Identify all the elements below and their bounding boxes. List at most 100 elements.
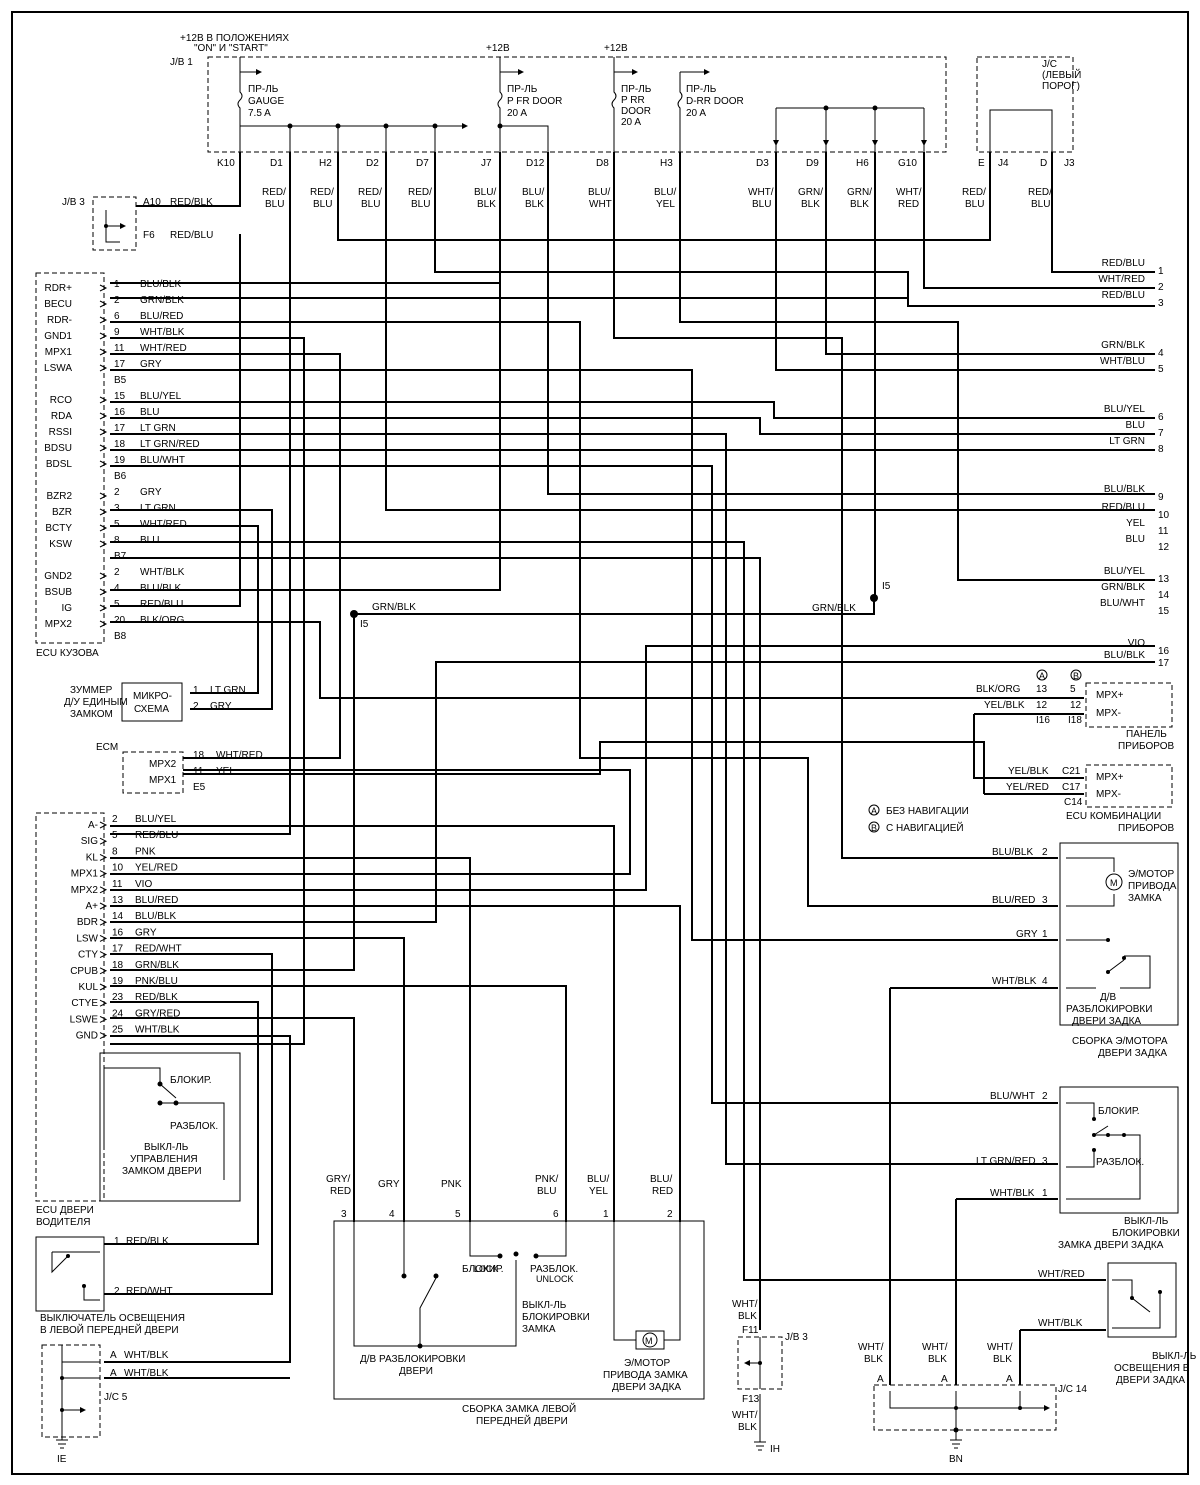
ecu-body-wire: WHT/BLK [140, 327, 185, 338]
svg-text:GRY: GRY [210, 701, 232, 712]
ecu-body-signal: BSUB [45, 587, 73, 598]
ecu-body-signal: BCTY [45, 523, 72, 534]
ecu-door-signal: CTYE [71, 998, 98, 1009]
output-wire: BLU [1126, 420, 1145, 431]
jb3-bottom: WHT/ BLK F11 J/B 3 F13 WHT/ BLK IH [732, 1299, 808, 1455]
svg-text:ОСВЕЩЕНИЯ В: ОСВЕЩЕНИЯ В [1114, 1363, 1190, 1374]
svg-text:WHT/BLK: WHT/BLK [992, 976, 1037, 987]
output-wire: GRN/BLK [1101, 340, 1145, 351]
svg-text:BLK: BLK [801, 199, 820, 210]
svg-text:WHT: WHT [589, 199, 612, 210]
ecu-body-signal: GND1 [44, 331, 72, 342]
svg-text:PNK: PNK [441, 1179, 462, 1190]
instrument-panel: A B BLK/ORG 13 5 MPX+ YEL/BLK 12 12 MPX-… [976, 669, 1175, 752]
svg-text:J7: J7 [481, 158, 492, 169]
ecu-door-signal: MPX1 [71, 869, 99, 880]
svg-text:20 A: 20 A [686, 108, 706, 119]
svg-text:Д/В: Д/В [1100, 992, 1117, 1003]
svg-text:BLU: BLU [1031, 199, 1050, 210]
top-wire-labels: RED/BLU RED/BLU RED/BLU RED/BLU BLU/BLK … [262, 187, 1052, 210]
ecu-door-wire: RED/WHT [135, 944, 182, 955]
jc5: A WHT/BLK A WHT/BLK J/C 5 IE [41, 1344, 169, 1465]
svg-text:GAUGE: GAUGE [248, 96, 284, 107]
svg-text:Д/В РАЗБЛОКИРОВКИ: Д/В РАЗБЛОКИРОВКИ [360, 1354, 465, 1365]
svg-text:RED/: RED/ [1028, 187, 1052, 198]
ecu-body-wire: BLU/RED [140, 311, 183, 322]
ecu-body-pin: 17 [114, 423, 126, 434]
svg-text:WHT/: WHT/ [987, 1342, 1013, 1353]
svg-text:D3: D3 [756, 158, 769, 169]
ecu-body-wire: WHT/RED [140, 519, 187, 530]
svg-text:MPX-: MPX- [1096, 789, 1121, 800]
svg-text:ПР-ЛЬ: ПР-ЛЬ [621, 84, 652, 95]
svg-text:A: A [1006, 1374, 1013, 1385]
ecu-body-pin: 9 [114, 327, 120, 338]
ecu-body-signal: LSWA [44, 363, 72, 374]
output-number: 11 [1158, 526, 1169, 537]
svg-text:YEL/BLK: YEL/BLK [1008, 766, 1049, 777]
svg-text:1: 1 [114, 1236, 120, 1247]
output-number: 13 [1158, 574, 1170, 585]
svg-text:BLK: BLK [850, 199, 869, 210]
svg-text:BLU/: BLU/ [587, 1174, 609, 1185]
svg-text:12: 12 [1070, 700, 1082, 711]
svg-text:ДВЕРИ: ДВЕРИ [399, 1366, 433, 1377]
ecu-door-pin: 25 [112, 1025, 124, 1036]
ecu-door-wire: RED/BLU [135, 830, 178, 841]
svg-text:БЛОКИР.: БЛОКИР. [170, 1075, 211, 1086]
legend: A БЕЗ НАВИГАЦИИ B С НАВИГАЦИЕЙ [868, 804, 969, 834]
svg-text:Э/МОТОР: Э/МОТОР [624, 1358, 671, 1369]
ecu-door-signal: CPUB [70, 966, 98, 977]
svg-text:RED: RED [330, 1186, 351, 1197]
output-number: 15 [1158, 606, 1170, 617]
svg-text:A: A [1039, 671, 1045, 681]
svg-text:C14: C14 [1064, 797, 1083, 808]
ecu-door-wire: GRN/BLK [135, 960, 179, 971]
ecu-door-signal: KUL [79, 982, 99, 993]
ecu-body-signal: RDR- [47, 315, 72, 326]
output-wire: BLU/YEL [1104, 404, 1146, 415]
svg-text:ECU ДВЕРИ: ECU ДВЕРИ [36, 1205, 94, 1216]
ecu-body-pin: 20 [114, 615, 126, 626]
svg-text:D7: D7 [416, 158, 429, 169]
svg-text:LT GRN/RED: LT GRN/RED [976, 1156, 1036, 1167]
svg-text:ДВЕРИ ЗАДКА: ДВЕРИ ЗАДКА [1098, 1048, 1167, 1059]
svg-text:12: 12 [1036, 700, 1048, 711]
ecu-body-connector: B5 [114, 375, 127, 386]
ecu-door-wire: YEL/RED [135, 863, 178, 874]
door-lock-control-switch [99, 1052, 241, 1202]
svg-text:WHT/RED: WHT/RED [216, 750, 263, 761]
svg-text:PNK/: PNK/ [535, 1174, 559, 1185]
ecu-body-wire: RED/BLU [140, 599, 183, 610]
svg-text:A: A [110, 1368, 117, 1379]
svg-text:J/C 14: J/C 14 [1058, 1384, 1087, 1395]
svg-text:ДВЕРИ ЗАДКА: ДВЕРИ ЗАДКА [1116, 1375, 1185, 1386]
ecu-door-wire: GRY [135, 927, 157, 938]
ecu-body-pin: 2 [114, 295, 120, 306]
svg-text:BLU: BLU [265, 199, 284, 210]
output-number: 5 [1158, 364, 1164, 375]
svg-text:5: 5 [455, 1209, 461, 1220]
ecu-door-wire: PNK/BLU [135, 976, 178, 987]
svg-text:C21: C21 [1062, 766, 1081, 777]
svg-text:ECM: ECM [96, 742, 118, 753]
front-door-light-switch: 1 RED/BLK 2 RED/WHT ВЫКЛЮЧАТЕЛЬ ОСВЕЩЕНИ… [35, 1236, 185, 1336]
svg-text:ПОРОГ): ПОРОГ) [1042, 81, 1080, 92]
ecu-door-pin: 18 [112, 960, 124, 971]
output-wire: BLU/WHT [1100, 598, 1145, 609]
svg-text:ECU КОМБИНАЦИИ: ECU КОМБИНАЦИИ [1066, 811, 1161, 822]
ignition-supply-label-1: +12В В ПОЛОЖЕНИЯХ [180, 33, 289, 44]
svg-text:ПАНЕЛЬ: ПАНЕЛЬ [1126, 729, 1167, 740]
svg-text:ПРИБОРОВ: ПРИБОРОВ [1118, 823, 1175, 834]
svg-text:GRN/: GRN/ [847, 187, 872, 198]
svg-text:RED: RED [652, 1186, 673, 1197]
ecu-door-signal: CTY [78, 950, 98, 961]
svg-text:GRY: GRY [1016, 929, 1038, 940]
ecu-body-signal: RSSI [49, 427, 72, 438]
ecu-body-wire: BLU [140, 407, 159, 418]
ecu-body-connector: B7 [114, 551, 127, 562]
svg-text:ЗАМКА: ЗАМКА [1128, 893, 1162, 904]
ecu-body-wire: GRN/BLK [140, 295, 184, 306]
